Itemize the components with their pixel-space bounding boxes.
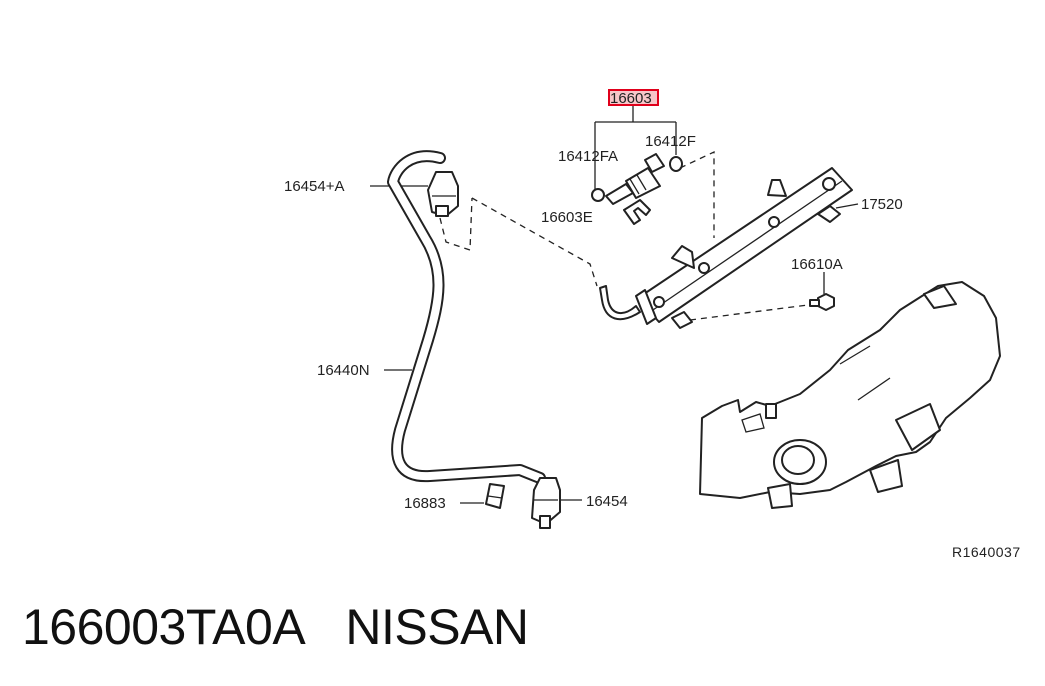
- label-17520[interactable]: 17520: [861, 196, 903, 213]
- diagram-reference: R1640037: [952, 544, 1021, 560]
- damper-top: [427, 171, 459, 217]
- label-16440N[interactable]: 16440N: [317, 362, 370, 379]
- label-16412F[interactable]: 16412F: [645, 133, 696, 150]
- bolt: [809, 293, 835, 311]
- leader-injector-rail: [679, 150, 715, 238]
- bracket-16603: [594, 106, 677, 190]
- label-16454[interactable]: 16454: [586, 493, 628, 510]
- highlight-box: [608, 89, 659, 106]
- label-16412FA[interactable]: 16412FA: [558, 148, 618, 165]
- part-number: 166003TA0A: [22, 599, 306, 655]
- leader-damper-feed: [471, 197, 598, 287]
- brand-name: NISSAN: [345, 599, 529, 655]
- leader-rail-bolt: [689, 303, 817, 321]
- intake-manifold: [699, 281, 1001, 509]
- fuel-injector: [591, 153, 683, 225]
- leader-17520: [835, 203, 859, 209]
- connector: [485, 483, 505, 509]
- fuel-rail: [599, 167, 853, 329]
- label-16610A[interactable]: 16610A: [791, 256, 843, 273]
- damper-bottom: [531, 477, 561, 529]
- fuel-hose: [387, 150, 546, 484]
- label-16603[interactable]: 16603: [610, 90, 652, 107]
- part-footer: 166003TA0A NISSAN: [22, 598, 529, 656]
- label-16883[interactable]: 16883: [404, 495, 446, 512]
- label-16603E[interactable]: 16603E: [541, 209, 593, 226]
- label-16454A[interactable]: 16454+A: [284, 178, 344, 195]
- leader-damper-top: [439, 197, 473, 251]
